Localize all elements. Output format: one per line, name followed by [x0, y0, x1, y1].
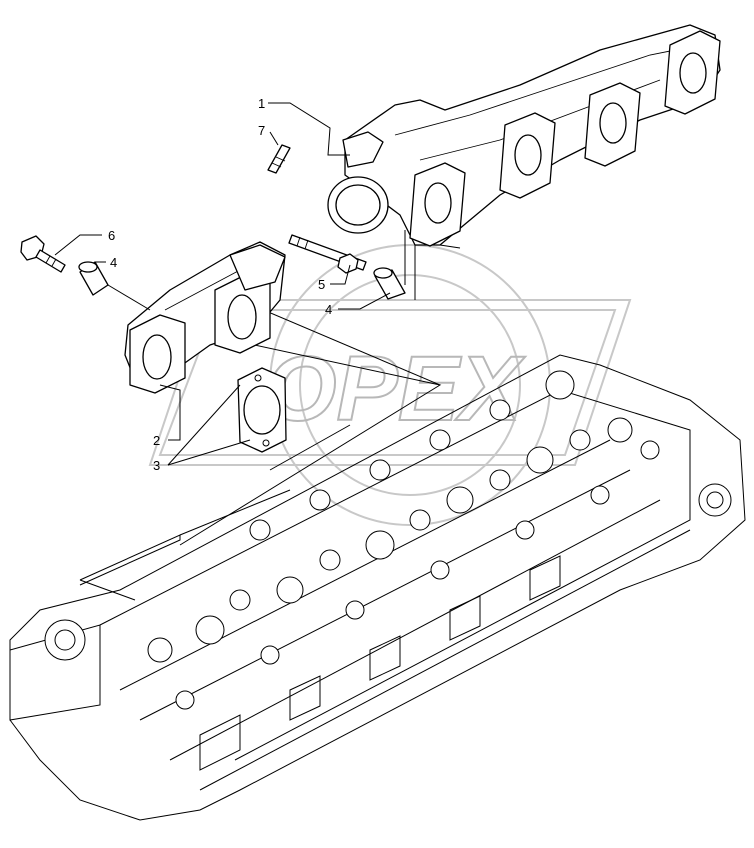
cylinder-head — [9, 354, 746, 821]
nut-5 — [337, 253, 359, 274]
watermark-text: OPEX — [265, 338, 525, 440]
callout-3: 3 — [153, 458, 160, 473]
bolt-6 — [20, 235, 66, 273]
callout-7: 7 — [258, 123, 265, 138]
stud-7 — [267, 144, 291, 174]
callout-2: 2 — [153, 433, 160, 448]
exhaust-manifold-front — [124, 241, 286, 394]
callout-4-left: 4 — [110, 255, 117, 270]
exhaust-manifold-rear — [327, 24, 721, 247]
leader-lines — [54, 102, 461, 466]
callout-labels: 1 7 6 4 5 4 2 3 — [108, 96, 332, 473]
callout-4-right: 4 — [325, 302, 332, 317]
alignment-guides — [79, 299, 442, 601]
spacer-4-right — [373, 267, 406, 300]
spacer-4-left — [78, 261, 109, 296]
callout-1: 1 — [258, 96, 265, 111]
callout-5: 5 — [318, 277, 325, 292]
watermark-logo: OPEX — [148, 244, 632, 526]
callout-6: 6 — [108, 228, 115, 243]
gasket-3 — [237, 367, 287, 453]
